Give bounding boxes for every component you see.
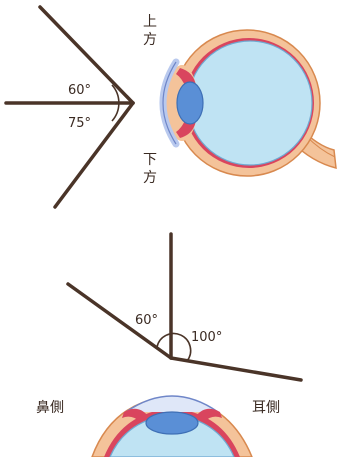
- temporal-limit-line: [171, 358, 301, 380]
- vertical-field-lines: [6, 7, 133, 207]
- angle-label-nasal: 60°: [135, 313, 158, 328]
- label-down-line2: 方: [143, 170, 157, 186]
- eyeball-side-view: [163, 30, 336, 176]
- lens-top: [146, 412, 198, 434]
- lens: [177, 82, 203, 124]
- label-up-line1: 上: [143, 14, 157, 30]
- label-nasal: 鼻側: [36, 399, 64, 416]
- angle-label-lower: 75°: [68, 116, 91, 131]
- angle-label-temporal: 100°: [191, 330, 222, 345]
- angle-label-upper: 60°: [68, 83, 91, 98]
- label-temporal: 耳側: [252, 400, 280, 416]
- cornea-top: [126, 396, 218, 412]
- lower-limit-line: [55, 103, 133, 207]
- label-up-line2: 方: [143, 32, 157, 48]
- vitreous-body: [188, 41, 312, 165]
- eyeball-top-view: [92, 396, 252, 457]
- horizontal-field-lines: [68, 234, 301, 380]
- label-down-line1: 下: [143, 152, 157, 168]
